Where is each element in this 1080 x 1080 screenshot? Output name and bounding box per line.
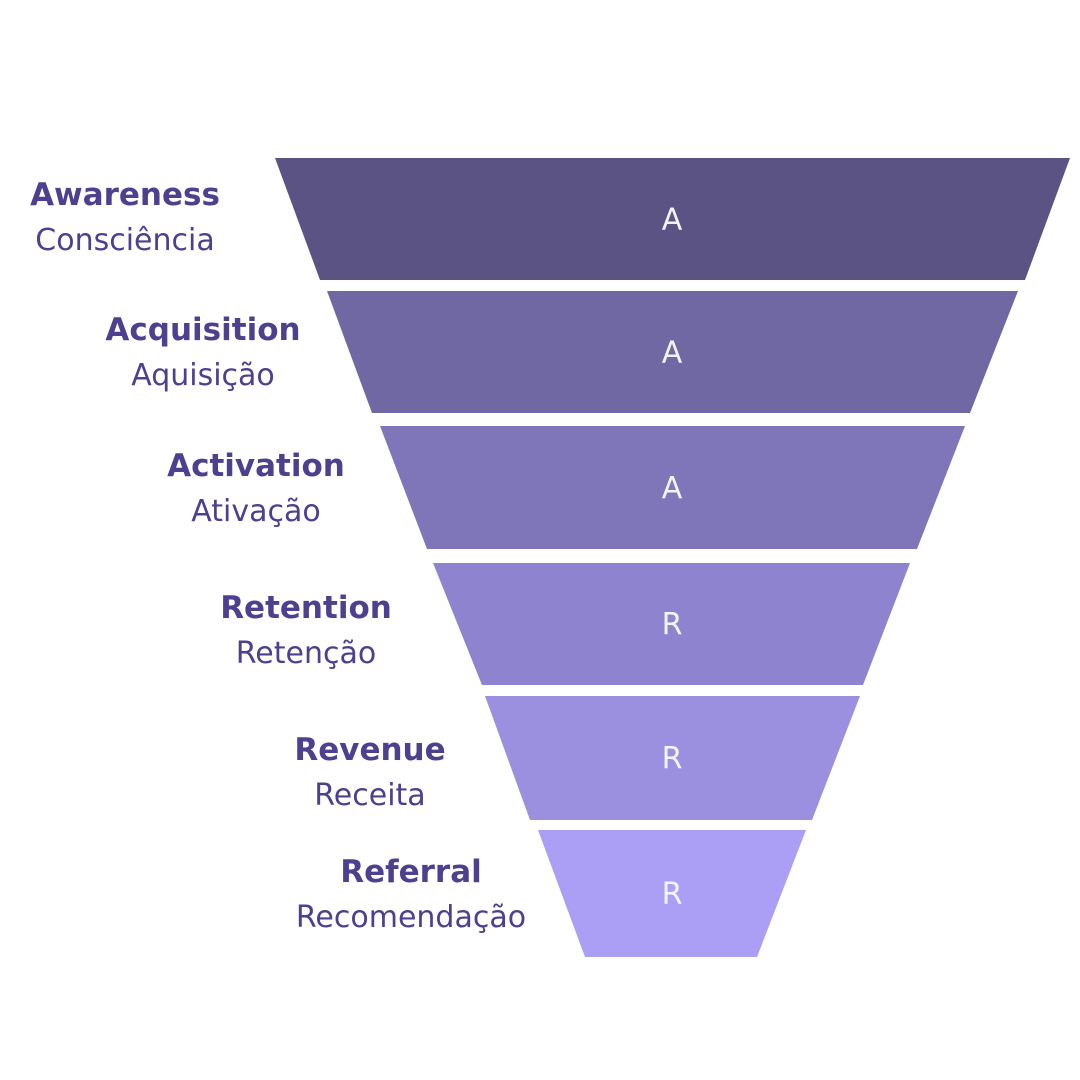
stage-translation: Consciência <box>35 223 215 258</box>
stage-translation: Ativação <box>191 494 321 529</box>
funnel-segment <box>485 696 860 820</box>
funnel-stage-acquisition: A <box>327 291 1018 413</box>
funnel-segment <box>538 830 806 957</box>
stage-letter: R <box>662 742 683 777</box>
stage-name: Referral <box>340 854 482 890</box>
stage-translation: Receita <box>314 778 426 813</box>
funnel-stage-activation: A <box>380 426 965 549</box>
stage-name: Awareness <box>30 177 220 213</box>
funnel-segment <box>433 563 910 685</box>
stage-letter: A <box>662 336 683 371</box>
stage-letter: R <box>662 608 683 643</box>
stage-name: Acquisition <box>105 312 301 348</box>
stage-name: Revenue <box>294 732 446 768</box>
funnel-segment <box>275 158 1070 280</box>
stage-translation: Retenção <box>235 636 377 671</box>
stage-translation: Aquisição <box>131 358 275 393</box>
funnel-stage-awareness: A <box>275 158 1070 280</box>
funnel-stage-revenue: R <box>485 696 860 820</box>
stage-name: Activation <box>167 448 345 484</box>
stage-translation: Recomendação <box>295 900 527 935</box>
funnel-stage-retention: R <box>433 563 910 685</box>
stage-letter: A <box>662 471 683 506</box>
funnel-segment <box>380 426 965 549</box>
funnel-segment <box>327 291 1018 413</box>
stage-letter: R <box>662 877 683 912</box>
stage-name: Retention <box>220 590 392 626</box>
funnel-stage-referral: R <box>538 830 806 957</box>
stage-letter: A <box>662 203 683 238</box>
